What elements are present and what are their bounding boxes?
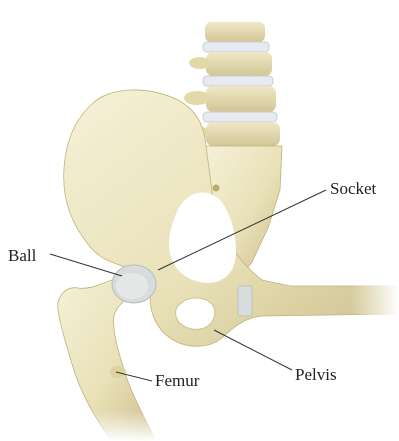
pubic-cartilage [238,286,252,316]
ball-label: Ball [8,246,37,265]
socket-label: Socket [330,179,377,198]
pelvis-leader-line [214,330,292,370]
pelvis-label: Pelvis [295,365,337,384]
obturator-foramen [176,298,215,329]
femur-label: Femur [155,371,200,390]
